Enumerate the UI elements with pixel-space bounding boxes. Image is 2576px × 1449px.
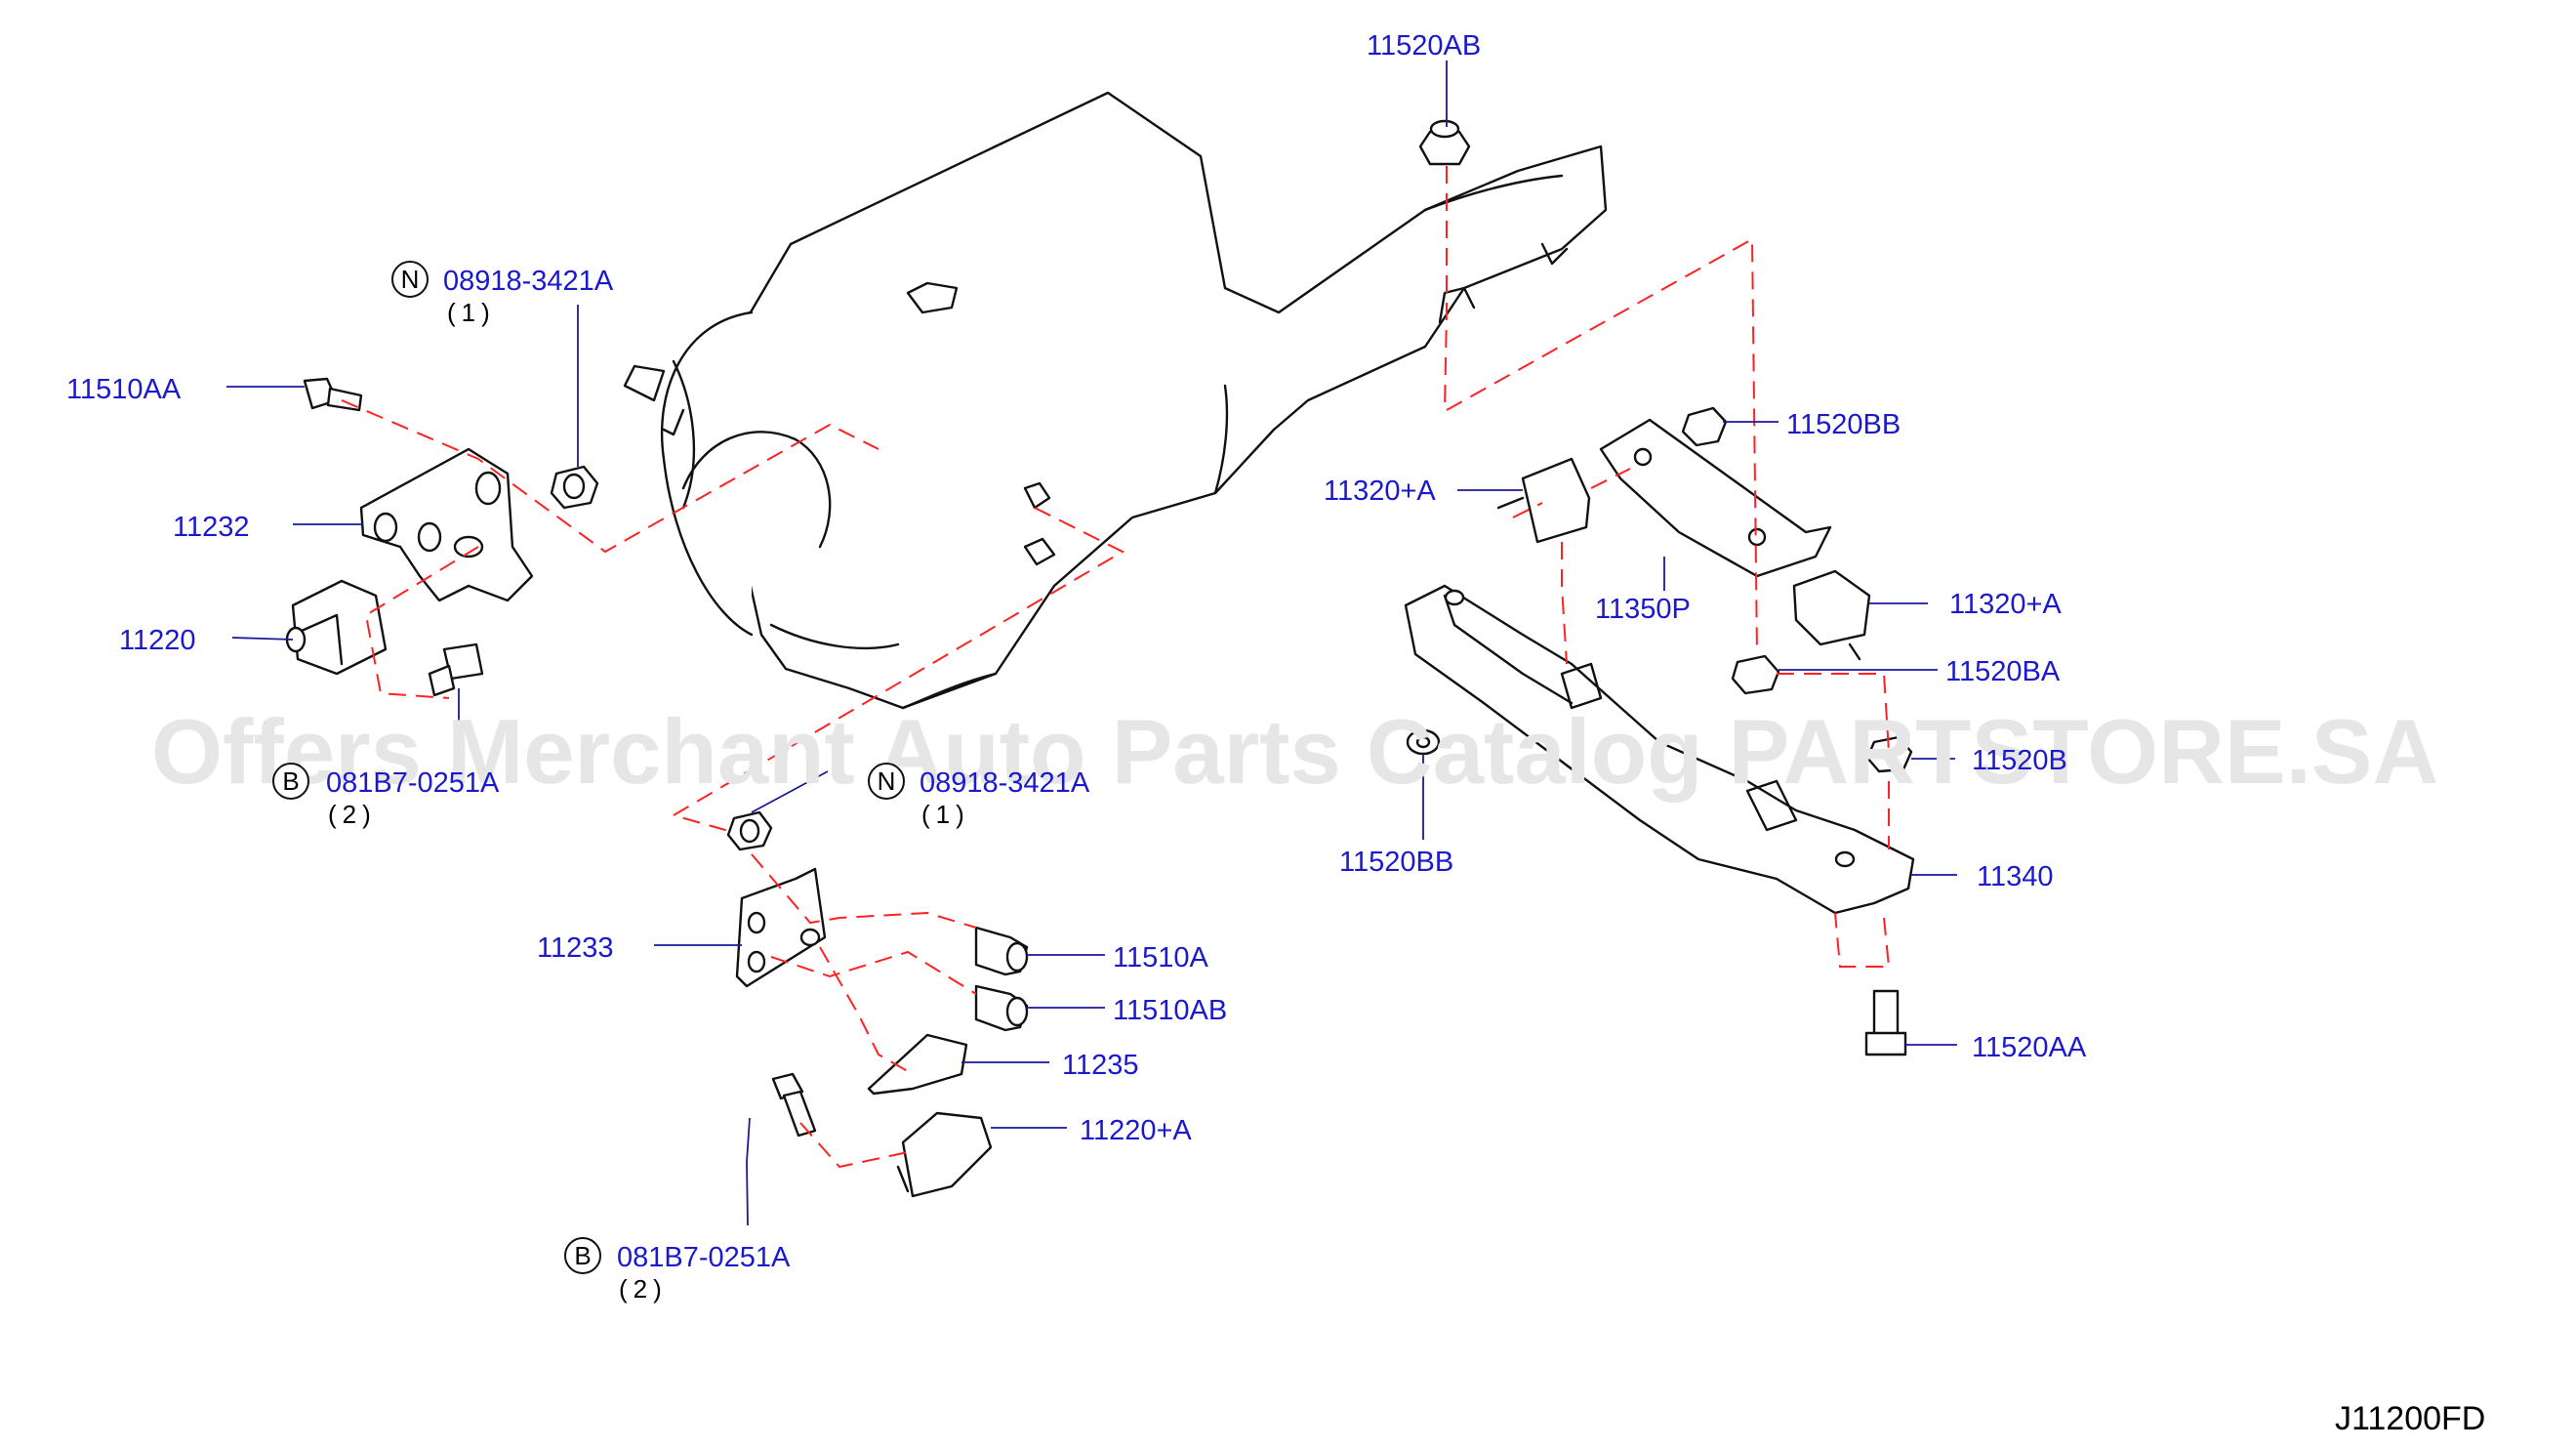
callout-n-top-letter: N xyxy=(401,265,420,294)
leader-lines xyxy=(226,61,1957,1226)
callout-b-mid-number: 081B7-0251A xyxy=(326,767,500,799)
part-label-11220[interactable]: 11220 xyxy=(119,625,196,656)
callout-b-mid-qty: (2) xyxy=(328,800,377,829)
part-label-11510AA[interactable]: 11510AA xyxy=(66,374,182,405)
part-label-11520BB-top[interactable]: 11520BB xyxy=(1786,409,1901,440)
part-label-11510A[interactable]: 11510A xyxy=(1113,942,1208,973)
part-label-11520BB-bottom[interactable]: 11520BB xyxy=(1339,847,1453,878)
assembly-lines xyxy=(341,166,1891,1169)
part-label-11520AA[interactable]: 11520AA xyxy=(1972,1032,2087,1063)
part-label-11350P[interactable]: 11350P xyxy=(1595,594,1691,625)
watermark: Offers Merchant Auto Parts Catalog PARTS… xyxy=(151,700,2438,803)
callout-b-mid-circle xyxy=(272,763,309,800)
callout-b-bottom-qty: (2) xyxy=(619,1274,668,1304)
part-label-11320A-right[interactable]: 11320+A xyxy=(1949,589,2062,620)
part-label-11320A-left[interactable]: 11320+A xyxy=(1324,476,1436,507)
part-label-11520B[interactable]: 11520B xyxy=(1972,745,2067,776)
part-label-11220A[interactable]: 11220+A xyxy=(1080,1115,1192,1146)
callout-b-mid-letter: B xyxy=(282,766,299,796)
callout-n-top-circle xyxy=(391,261,429,298)
callout-n-mid[interactable]: N 08918-3421A (1) xyxy=(868,763,1090,829)
callout-b-bottom-number: 081B7-0251A xyxy=(617,1242,791,1273)
part-label-11520BA[interactable]: 11520BA xyxy=(1945,656,2061,687)
callout-b-bottom-circle xyxy=(564,1237,601,1274)
part-label-11340[interactable]: 11340 xyxy=(1977,861,2054,892)
part-label-11235[interactable]: 11235 xyxy=(1062,1050,1139,1081)
callout-n-top-qty: (1) xyxy=(447,298,496,327)
transmission-illustration xyxy=(623,91,1608,710)
part-label-11232[interactable]: 11232 xyxy=(173,512,250,543)
parts-illustrations xyxy=(285,119,1915,1198)
diagram-code: J11200FD xyxy=(2335,1400,2485,1437)
part-label-11520AB[interactable]: 11520AB xyxy=(1367,30,1481,62)
callout-n-mid-qty: (1) xyxy=(921,800,970,829)
callout-n-top[interactable]: N 08918-3421A (1) xyxy=(391,261,614,327)
part-labels: 11520AB 11510AA 11232 11220 11520BB 1132… xyxy=(66,30,2087,1146)
part-label-11233[interactable]: 11233 xyxy=(537,932,614,964)
callout-n-mid-letter: N xyxy=(878,766,896,796)
callout-n-top-number: 08918-3421A xyxy=(443,266,614,297)
callout-n-mid-number: 08918-3421A xyxy=(920,767,1090,799)
callout-b-mid[interactable]: B 081B7-0251A (2) xyxy=(272,763,500,829)
part-label-11510AB[interactable]: 11510AB xyxy=(1113,995,1227,1026)
callout-n-mid-circle xyxy=(868,763,905,800)
callout-b-bottom-letter: B xyxy=(574,1241,591,1270)
callout-b-bottom[interactable]: B 081B7-0251A (2) xyxy=(564,1237,791,1304)
